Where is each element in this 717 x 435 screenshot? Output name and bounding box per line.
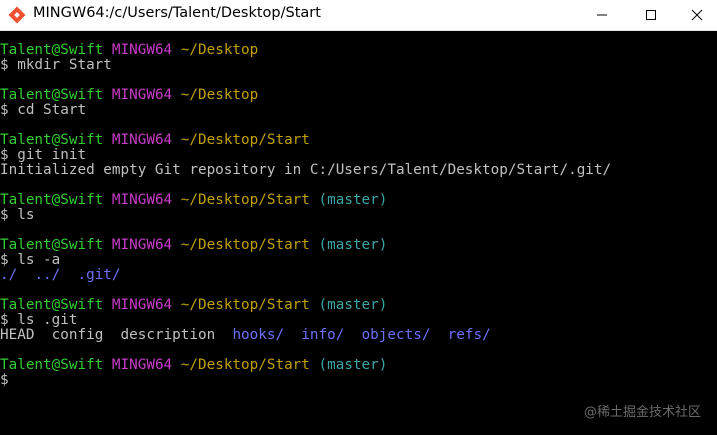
command-line: $ mkdir Start bbox=[0, 58, 717, 73]
prompt-shell: MINGW64 bbox=[111, 357, 173, 373]
listing-directory: hooks/ bbox=[232, 327, 285, 343]
minimize-button[interactable] bbox=[579, 0, 625, 31]
prompt-path: ~/Desktop bbox=[180, 42, 259, 58]
prompt-branch: (master) bbox=[318, 297, 388, 313]
listing-directory: info/ bbox=[301, 327, 345, 343]
command-line: $ ls -a bbox=[0, 253, 717, 268]
listing-file: description bbox=[120, 327, 216, 343]
title-bar[interactable]: MINGW64:/c/Users/Talent/Desktop/Start bbox=[0, 0, 717, 31]
blank-line bbox=[0, 343, 717, 358]
blank-line bbox=[0, 118, 717, 133]
prompt-shell: MINGW64 bbox=[111, 42, 173, 58]
prompt-line: Talent@Swift MINGW64 ~/Desktop/Start (ma… bbox=[0, 193, 717, 208]
command-text: git init bbox=[17, 147, 87, 163]
command-text: ls bbox=[17, 207, 35, 223]
minimize-icon bbox=[596, 6, 608, 25]
prompt-dollar: $ bbox=[0, 207, 9, 223]
command-line: $ bbox=[0, 373, 717, 388]
blank-line bbox=[0, 223, 717, 238]
prompt-user-host: Talent@Swift bbox=[0, 237, 104, 253]
prompt-dollar: $ bbox=[0, 147, 9, 163]
prompt-line: Talent@Swift MINGW64 ~/Desktop/Start (ma… bbox=[0, 298, 717, 313]
output-line: Initialized empty Git repository in C:/U… bbox=[0, 163, 717, 178]
listing-file: HEAD bbox=[0, 327, 35, 343]
prompt-dollar: $ bbox=[0, 312, 9, 328]
prompt-path: ~/Desktop/Start bbox=[180, 237, 310, 253]
git-bash-icon bbox=[8, 6, 26, 24]
prompt-branch: (master) bbox=[318, 192, 388, 208]
prompt-branch: (master) bbox=[318, 237, 388, 253]
prompt-path: ~/Desktop bbox=[180, 87, 259, 103]
prompt-shell: MINGW64 bbox=[111, 192, 173, 208]
terminal-output[interactable]: Talent@Swift MINGW64 ~/Desktop$ mkdir St… bbox=[0, 43, 717, 423]
prompt-user-host: Talent@Swift bbox=[0, 132, 104, 148]
command-line: $ ls .git bbox=[0, 313, 717, 328]
prompt-dollar: $ bbox=[0, 252, 9, 268]
prompt-shell: MINGW64 bbox=[111, 237, 173, 253]
maximize-button[interactable] bbox=[628, 0, 674, 31]
command-text: cd Start bbox=[17, 102, 87, 118]
blank-line bbox=[0, 283, 717, 298]
watermark: @稀土掘金技术社区 bbox=[583, 405, 701, 420]
prompt-dollar: $ bbox=[0, 372, 9, 388]
output-text: Initialized empty Git repository in C:/U… bbox=[0, 162, 612, 178]
command-line: $ cd Start bbox=[0, 103, 717, 118]
blank-line bbox=[0, 178, 717, 193]
maximize-icon bbox=[645, 6, 657, 25]
prompt-path: ~/Desktop/Start bbox=[180, 357, 310, 373]
listing-directory: refs/ bbox=[447, 327, 491, 343]
prompt-shell: MINGW64 bbox=[111, 297, 173, 313]
prompt-shell: MINGW64 bbox=[111, 87, 173, 103]
listing-file: config bbox=[51, 327, 104, 343]
prompt-user-host: Talent@Swift bbox=[0, 42, 104, 58]
command-text: mkdir Start bbox=[17, 57, 112, 73]
prompt-path: ~/Desktop/Start bbox=[180, 297, 310, 313]
prompt-path: ~/Desktop/Start bbox=[180, 132, 310, 148]
command-text: ls .git bbox=[17, 312, 78, 328]
prompt-user-host: Talent@Swift bbox=[0, 357, 104, 373]
prompt-line: Talent@Swift MINGW64 ~/Desktop/Start (ma… bbox=[0, 358, 717, 373]
command-line: $ ls bbox=[0, 208, 717, 223]
prompt-user-host: Talent@Swift bbox=[0, 192, 104, 208]
listing-directory: ./ bbox=[0, 267, 18, 283]
close-icon bbox=[691, 6, 703, 25]
prompt-dollar: $ bbox=[0, 102, 9, 118]
prompt-shell: MINGW64 bbox=[111, 132, 173, 148]
prompt-line: Talent@Swift MINGW64 ~/Desktop bbox=[0, 88, 717, 103]
prompt-line: Talent@Swift MINGW64 ~/Desktop/Start bbox=[0, 133, 717, 148]
close-button[interactable] bbox=[674, 0, 717, 31]
prompt-line: Talent@Swift MINGW64 ~/Desktop/Start (ma… bbox=[0, 238, 717, 253]
prompt-branch: (master) bbox=[318, 357, 388, 373]
prompt-user-host: Talent@Swift bbox=[0, 297, 104, 313]
prompt-user-host: Talent@Swift bbox=[0, 87, 104, 103]
prompt-line: Talent@Swift MINGW64 ~/Desktop bbox=[0, 43, 717, 58]
prompt-path: ~/Desktop/Start bbox=[180, 192, 310, 208]
listing-directory: .git/ bbox=[77, 267, 121, 283]
listing-directory: objects/ bbox=[361, 327, 431, 343]
listing-line: HEAD config description hooks/ info/ obj… bbox=[0, 328, 717, 343]
prompt-dollar: $ bbox=[0, 57, 9, 73]
window-title: MINGW64:/c/Users/Talent/Desktop/Start bbox=[33, 5, 321, 21]
command-line: $ git init bbox=[0, 148, 717, 163]
command-text: ls -a bbox=[17, 252, 61, 268]
listing-directory: ../ bbox=[34, 267, 61, 283]
blank-line bbox=[0, 73, 717, 88]
listing-line: ./ ../ .git/ bbox=[0, 268, 717, 283]
